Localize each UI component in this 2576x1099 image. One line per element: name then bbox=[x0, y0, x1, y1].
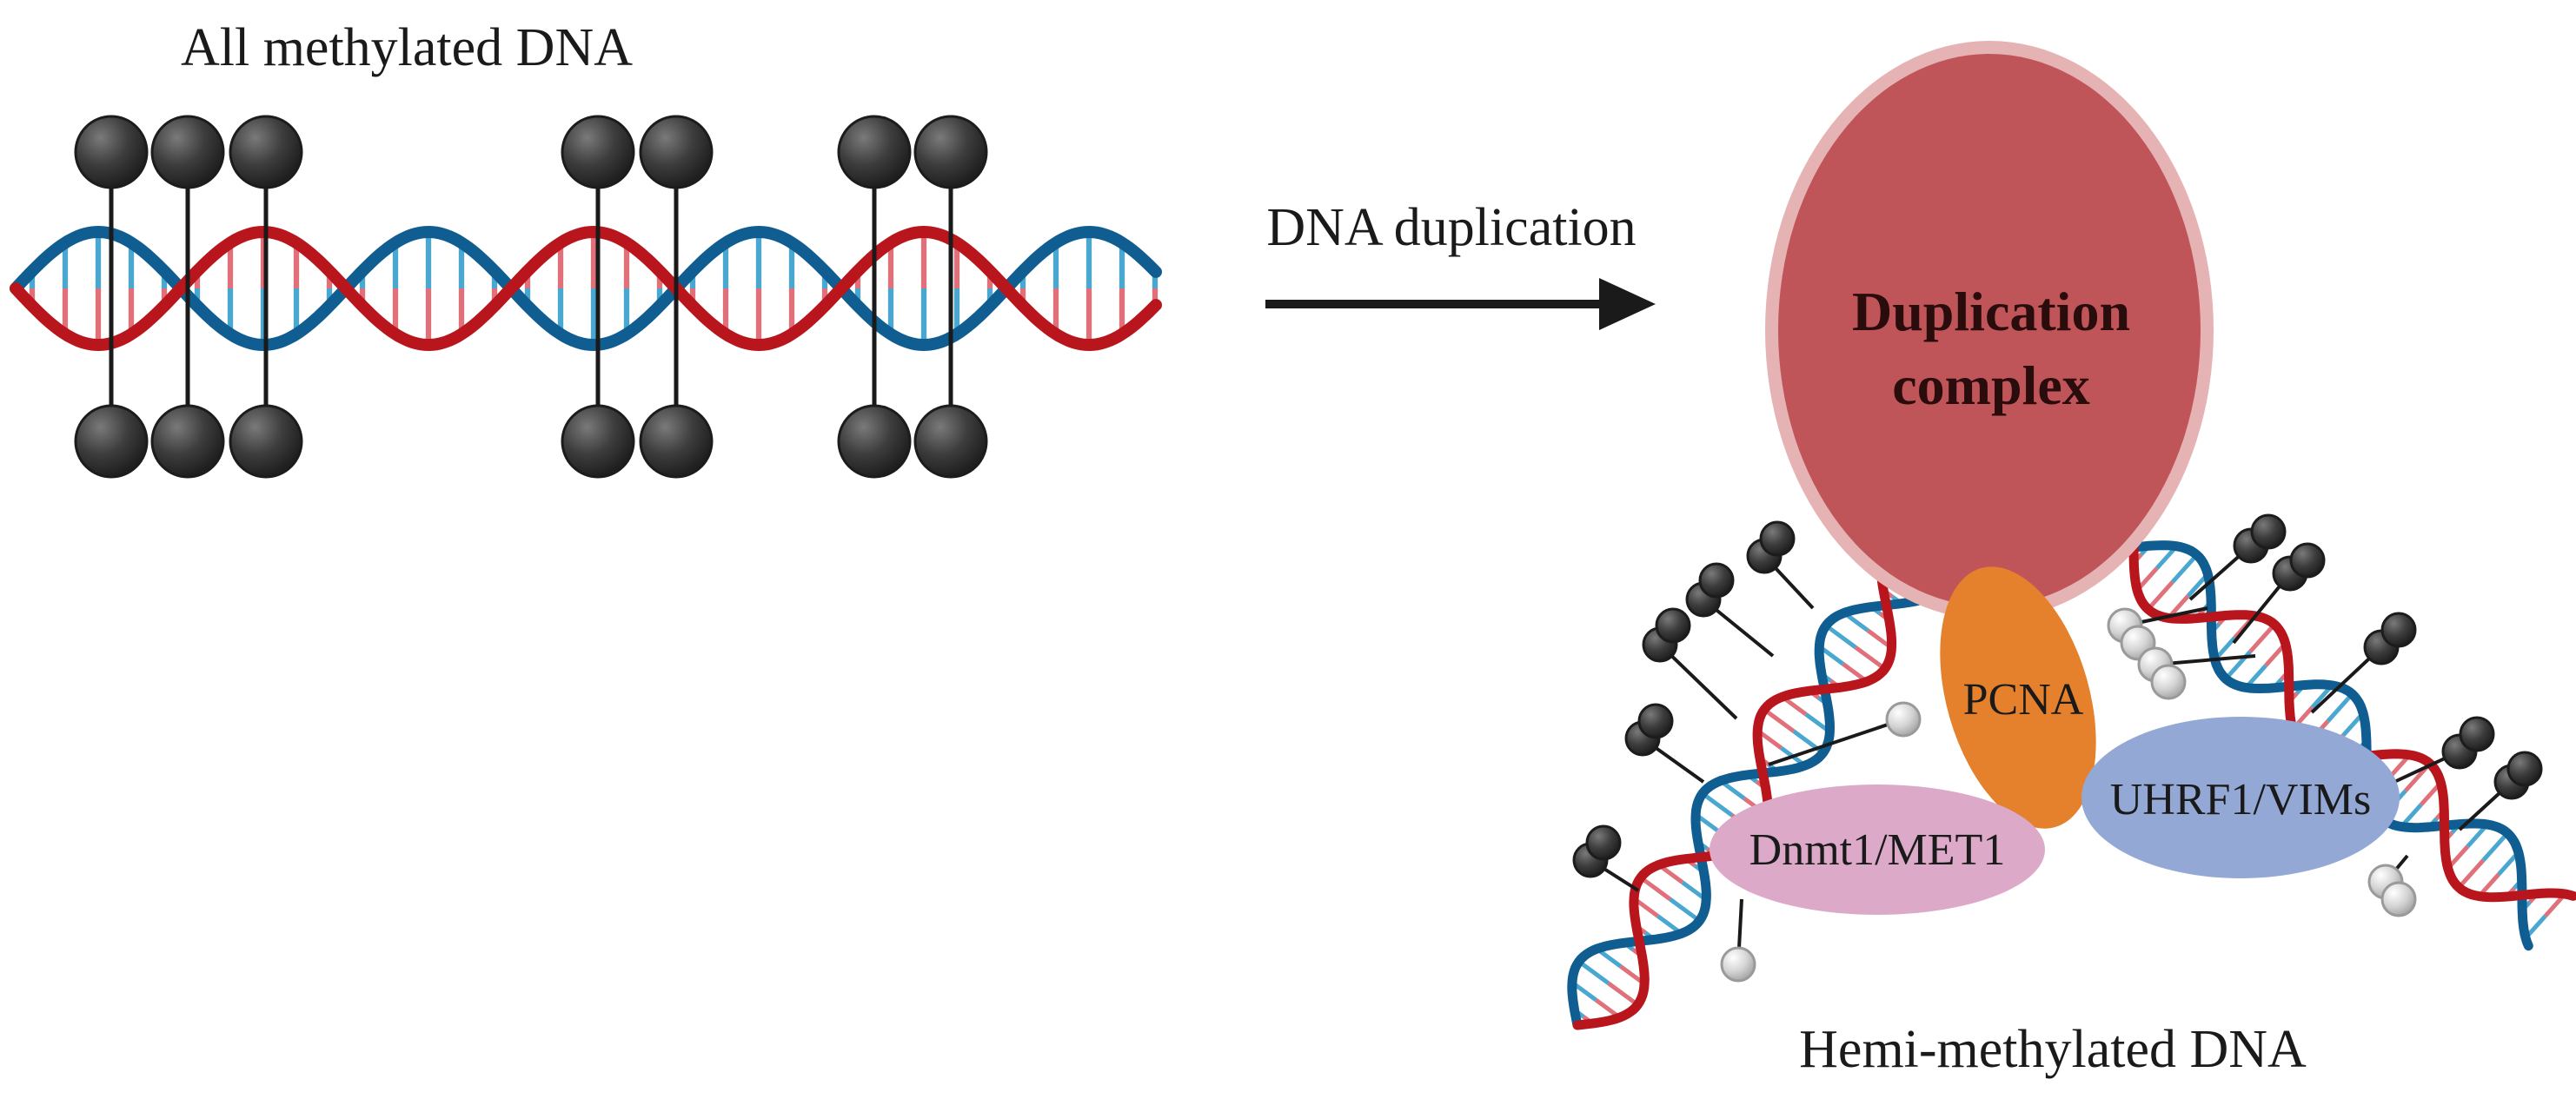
methyl-group-top bbox=[913, 115, 988, 189]
pcna-label: PCNA bbox=[1963, 675, 2084, 725]
methyl-group-top bbox=[150, 115, 225, 189]
methyl-group bbox=[1655, 607, 1691, 644]
methyl-group bbox=[1759, 520, 1796, 557]
complex-label-line2: complex bbox=[1892, 354, 2090, 416]
right-panel: Duplication complex PCNA UHRF1/VIMs Dnmt… bbox=[1567, 41, 2576, 1079]
uhrf1-shape bbox=[2081, 717, 2400, 878]
duplication-arrow: DNA duplication bbox=[1265, 198, 1656, 330]
methyl-group-bottom bbox=[561, 404, 635, 479]
methyl-group bbox=[2506, 751, 2543, 787]
duplication-complex: Duplication complex bbox=[1765, 41, 2214, 619]
methylated-dna-helix bbox=[10, 225, 1162, 352]
fork-left-helix-base-pair bbox=[1669, 897, 1701, 923]
methyl-group-top bbox=[74, 115, 149, 189]
methyl-group-top bbox=[639, 115, 714, 189]
methyl-group-bottom bbox=[229, 404, 303, 479]
uhrf1-label: UHRF1/VIMs bbox=[2110, 775, 2372, 824]
fork-left-helix-base-pair bbox=[1607, 981, 1639, 1007]
methyl-group-bottom bbox=[74, 404, 149, 479]
fork-left-helix-base-pair bbox=[1763, 707, 1796, 733]
fork-methyl-stem bbox=[1768, 718, 1904, 766]
fork-right-helix-strand-blue bbox=[2128, 540, 2533, 951]
complex-body bbox=[1778, 54, 2201, 606]
dnmt1-shape bbox=[1710, 785, 2045, 915]
left-helix-strand-blue bbox=[10, 225, 1162, 352]
fork-left-helix-base-pair bbox=[1701, 791, 1734, 818]
methyl-groups bbox=[74, 115, 988, 479]
methyl-group-bottom bbox=[639, 404, 714, 479]
pcna-shape bbox=[1940, 566, 2096, 829]
methyl-group bbox=[2380, 612, 2417, 648]
methyl-group-bottom bbox=[837, 404, 912, 479]
arrow-label: DNA duplication bbox=[1266, 198, 1636, 257]
fork-left-helix-base-pair bbox=[1639, 876, 1672, 901]
fork-left-helix-base-pair bbox=[1577, 959, 1610, 985]
fork-right-helix-base-pair bbox=[2248, 623, 2276, 653]
methyl-group-bottom bbox=[913, 404, 988, 479]
methyl-group bbox=[2289, 542, 2326, 579]
methyl-group-top bbox=[837, 115, 912, 189]
fork-left-helix-strand-blue bbox=[1567, 593, 1931, 1030]
methyl-group bbox=[2250, 513, 2287, 550]
methyl-group bbox=[2459, 716, 2495, 752]
fork-right-helix-base-pair bbox=[2481, 831, 2510, 862]
left-panel: All methylated DNA bbox=[10, 18, 1162, 479]
fork-left-helix-base-pair bbox=[1824, 624, 1857, 649]
arrow-head bbox=[1599, 278, 1656, 330]
dnmt1-met1: Dnmt1/MET1 bbox=[1710, 785, 2045, 915]
pcna: PCNA bbox=[1940, 566, 2096, 829]
left-helix-strand-red bbox=[10, 225, 1162, 352]
fork-right-helix-base-pair bbox=[2326, 692, 2354, 723]
fork-right-helix-base-pair bbox=[2457, 858, 2486, 890]
methyl-group-top bbox=[561, 115, 635, 189]
dnmt1-label: Dnmt1/MET1 bbox=[1749, 825, 2006, 875]
methyl-group bbox=[1637, 703, 1674, 739]
unmethylated-site bbox=[1720, 946, 1756, 983]
left-title: All methylated DNA bbox=[181, 18, 633, 77]
complex-label-line1: Duplication bbox=[1852, 281, 2130, 342]
methyl-group bbox=[1585, 824, 1622, 861]
fork-left-helix-base-pair bbox=[1854, 645, 1887, 671]
fork-right-helix-base-pair bbox=[2170, 553, 2199, 584]
fork-right-helix-base-pair bbox=[2146, 580, 2174, 611]
unmethylated-site bbox=[1885, 701, 1922, 738]
unmethylated-site bbox=[2380, 881, 2417, 917]
unmethylated-site bbox=[2150, 664, 2187, 700]
methyl-group-top bbox=[229, 115, 303, 189]
bottom-label: Hemi-methylated DNA bbox=[1799, 1020, 2307, 1079]
uhrf1-vims: UHRF1/VIMs bbox=[2081, 717, 2400, 878]
methyl-group-bottom bbox=[150, 404, 225, 479]
methyl-group bbox=[1698, 562, 1735, 599]
